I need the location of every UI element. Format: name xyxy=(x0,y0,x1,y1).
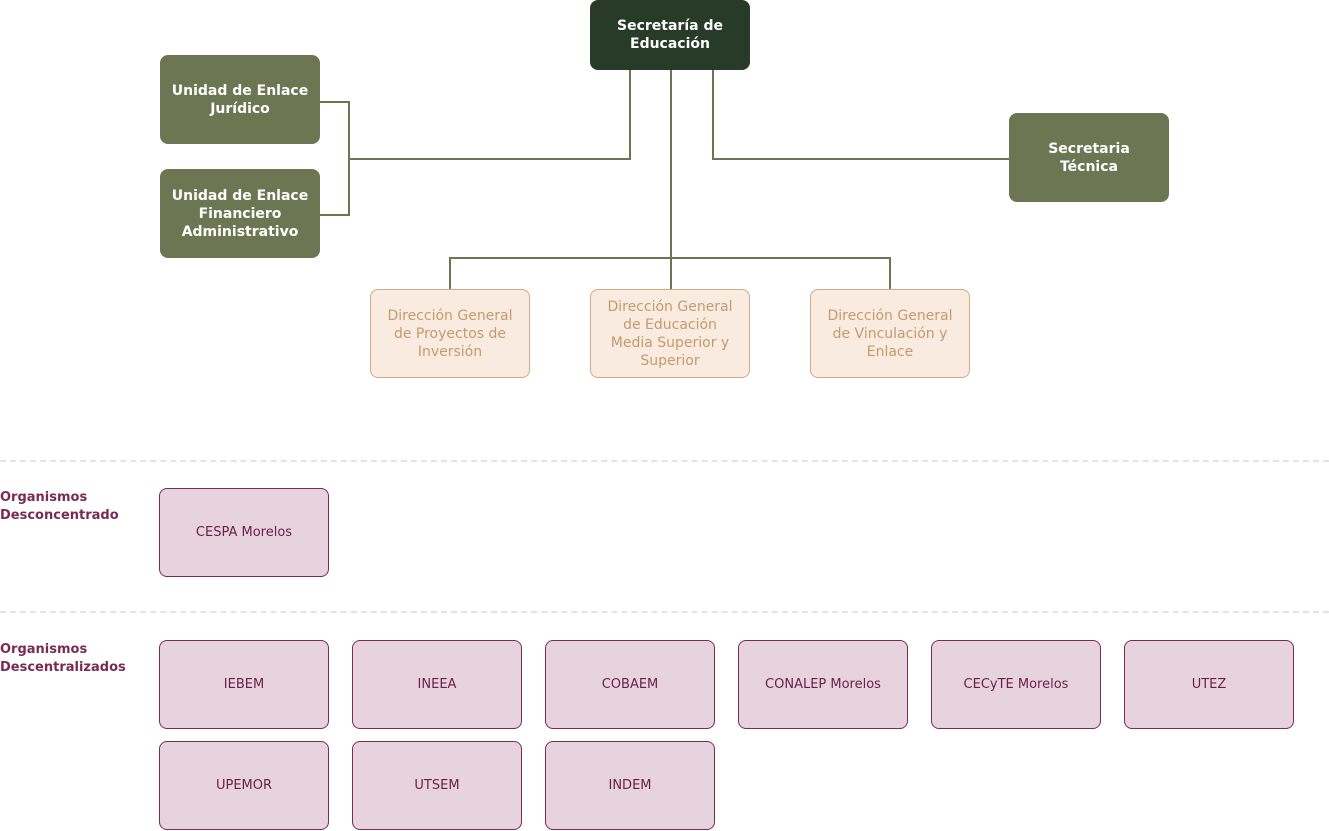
connector-line xyxy=(320,101,350,103)
desconcentrados-label: Organismos Desconcentrado xyxy=(0,490,119,523)
unidad-enlace-juridico-node: Unidad de Enlace Jurídico xyxy=(160,55,320,144)
connector-line xyxy=(670,70,672,259)
direccion-proyectos-node: Dirección General de Proyectos de Invers… xyxy=(370,289,530,378)
org-node: CECyTE Morelos xyxy=(931,640,1101,729)
section-divider xyxy=(0,460,1329,462)
connector-line xyxy=(348,158,631,160)
org-node: INEEA xyxy=(352,640,522,729)
connector-line xyxy=(712,70,714,160)
org-node: CONALEP Morelos xyxy=(738,640,908,729)
direccion-vinculacion-node: Dirección General de Vinculación y Enlac… xyxy=(810,289,970,378)
org-node: UPEMOR xyxy=(159,741,329,830)
org-node: COBAEM xyxy=(545,640,715,729)
org-node: UTEZ xyxy=(1124,640,1294,729)
secretaria-educacion-node: Secretaría de Educación xyxy=(590,0,750,70)
org-node: INDEM xyxy=(545,741,715,830)
direccion-educacion-node: Dirección General de Educación Media Sup… xyxy=(590,289,750,378)
connector-line xyxy=(670,257,672,290)
connector-line xyxy=(629,70,631,160)
section-divider xyxy=(0,611,1329,613)
connector-line xyxy=(889,257,891,290)
org-node: UTSEM xyxy=(352,741,522,830)
connector-line xyxy=(712,158,1010,160)
org-node: CESPA Morelos xyxy=(159,488,329,577)
unidad-enlace-financiero-node: Unidad de Enlace Financiero Administrati… xyxy=(160,169,320,258)
secretaria-tecnica-node: Secretaria Técnica xyxy=(1009,113,1169,202)
connector-line xyxy=(320,214,350,216)
org-node: IEBEM xyxy=(159,640,329,729)
descentralizados-label: Organismos Descentralizados xyxy=(0,642,126,675)
connector-line xyxy=(449,257,451,290)
connector-line xyxy=(348,101,350,216)
